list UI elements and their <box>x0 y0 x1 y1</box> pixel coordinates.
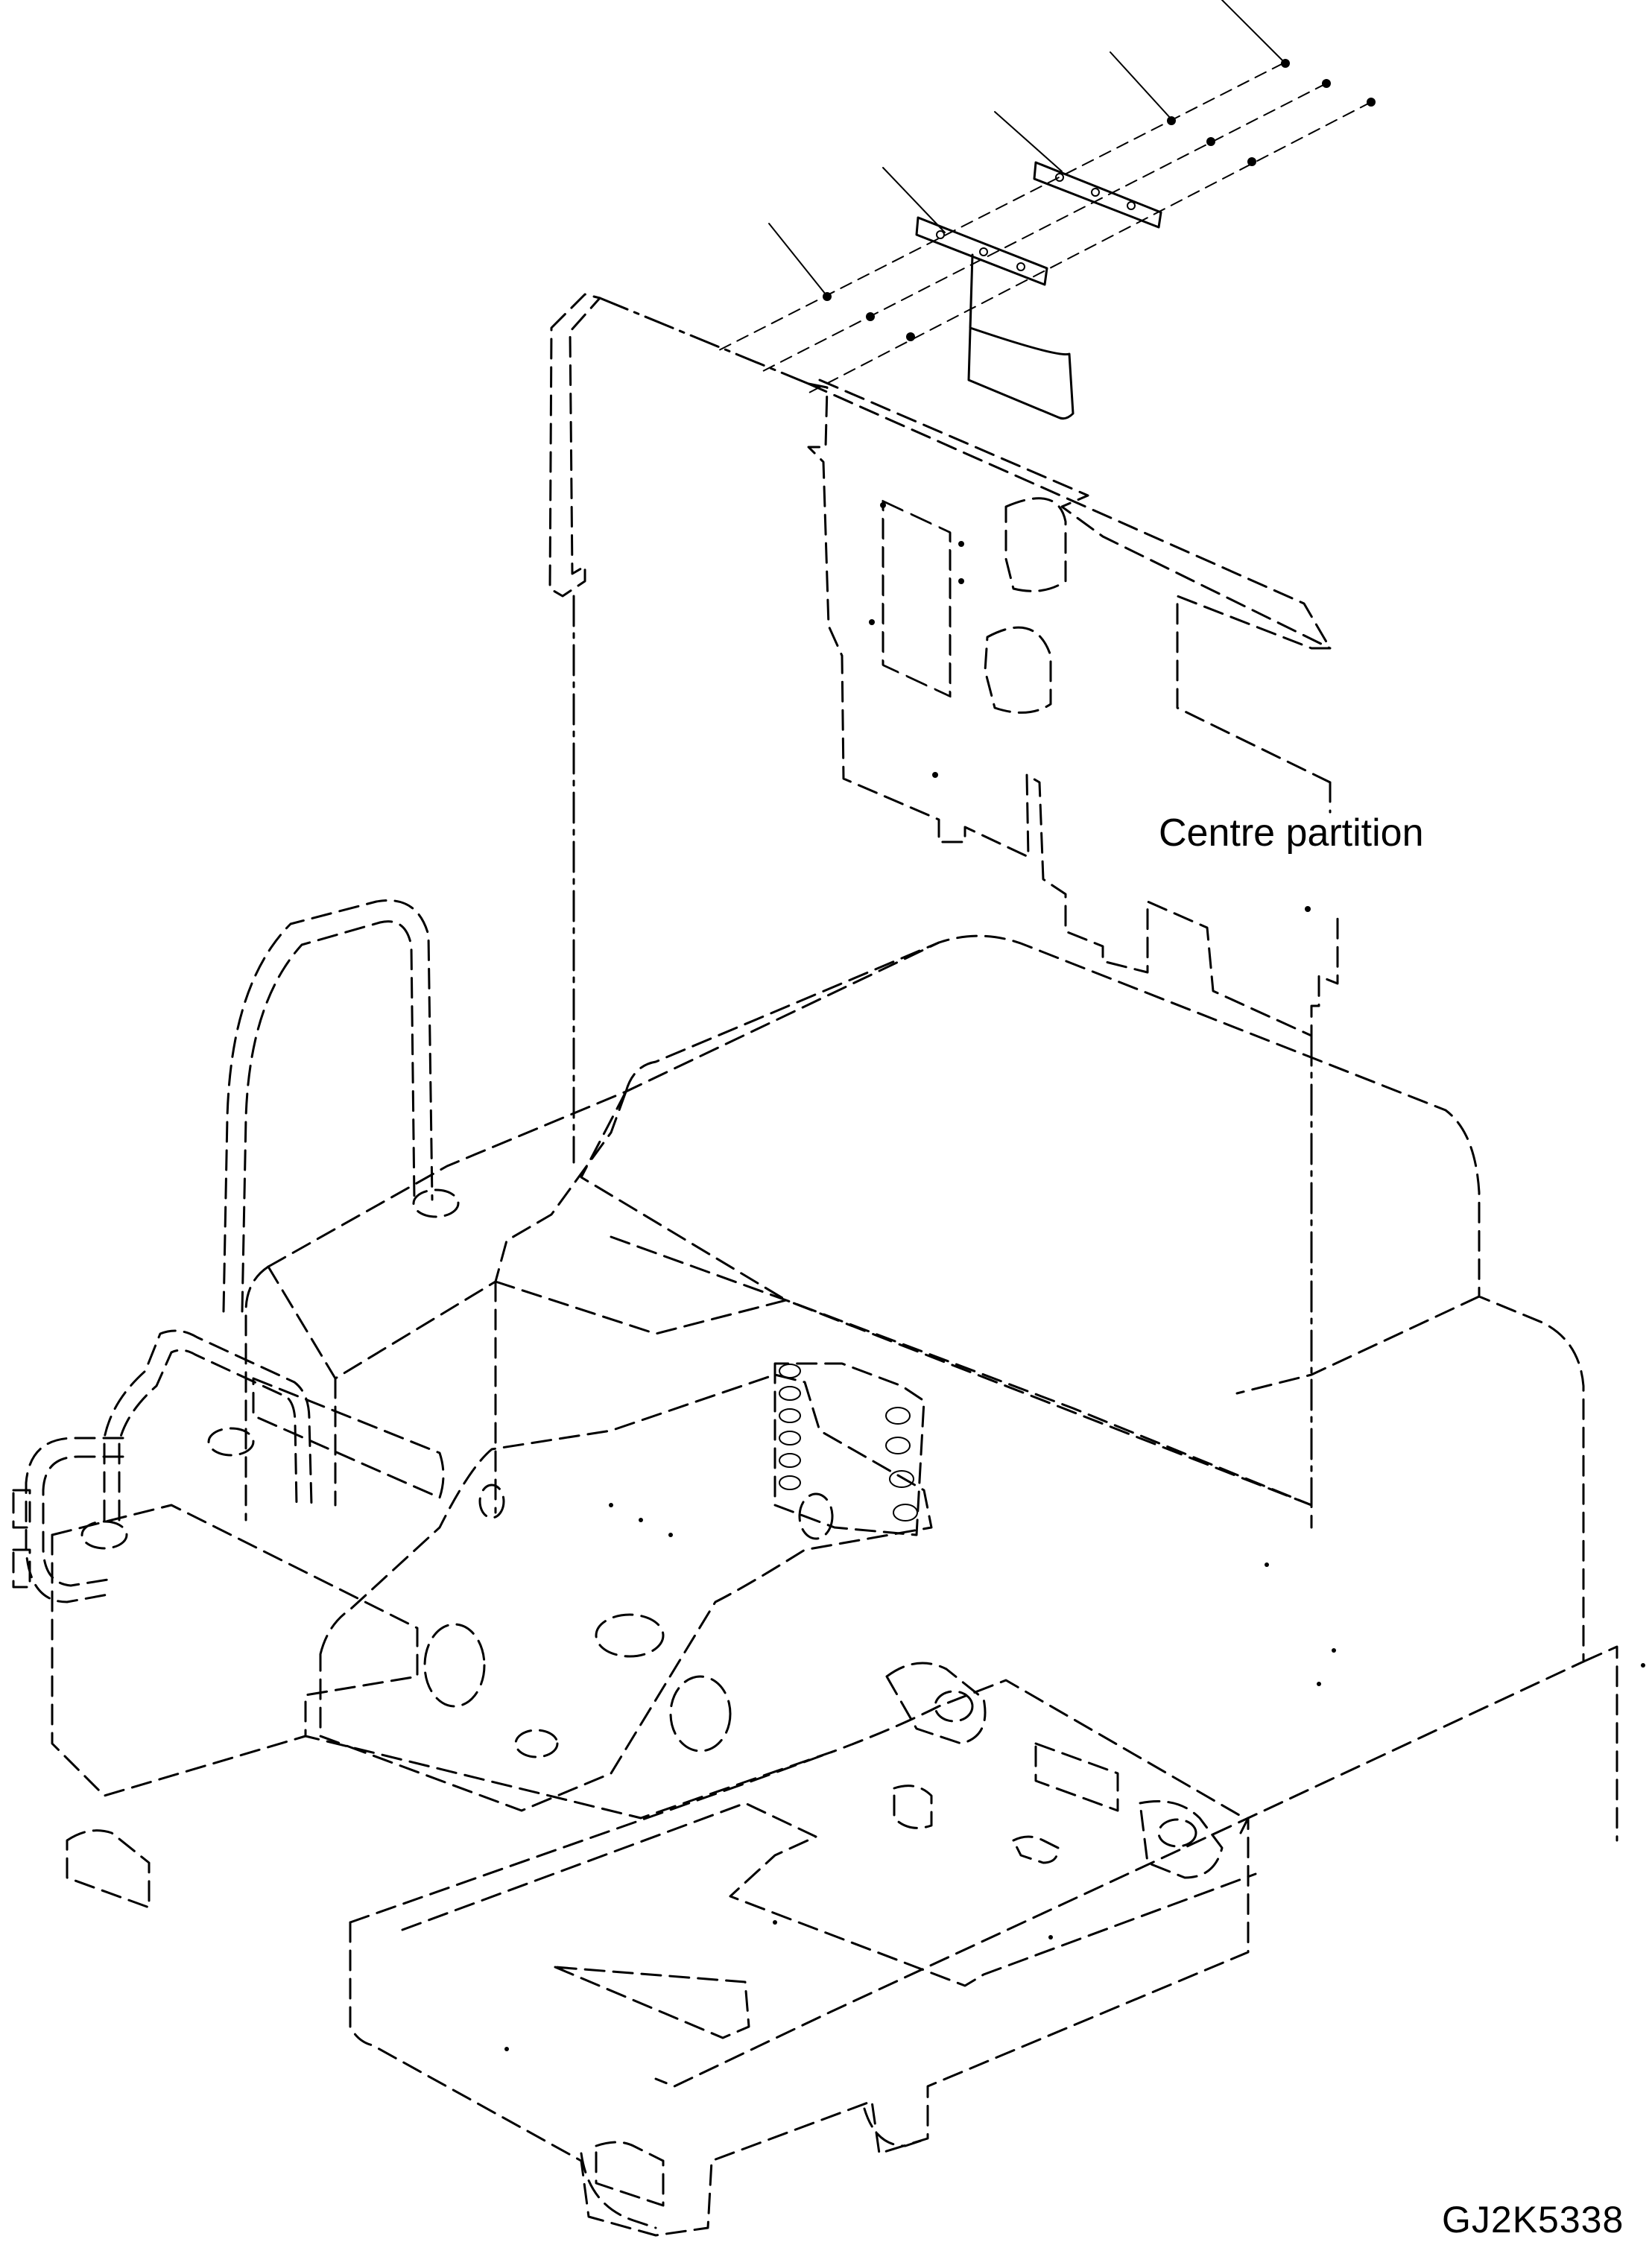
drawing-code-label: GJ2K5338 <box>1442 2199 1624 2241</box>
left-upright-bracket <box>548 293 810 1164</box>
fastener-axis-lines <box>718 63 1372 396</box>
leader-lines <box>768 0 1284 295</box>
side-frame-plate <box>319 1373 933 1812</box>
left-side-bracket <box>66 1377 665 2207</box>
lower-base <box>51 1504 1257 2237</box>
right-compartment <box>885 1662 1224 1879</box>
bracket-plate-lower <box>915 216 1075 420</box>
centre-partition-panel <box>807 379 1339 1507</box>
centre-partition-label: Centre partition <box>1159 811 1424 855</box>
valve-spool-icon <box>779 1364 918 1522</box>
handrail-upper <box>207 899 460 1457</box>
control-valve-block <box>773 1362 925 1536</box>
mounting-holes <box>504 502 1645 2051</box>
handrail-side <box>12 1329 313 1603</box>
main-frame <box>244 934 1618 2088</box>
bracket-plate-upper <box>1033 161 1162 229</box>
